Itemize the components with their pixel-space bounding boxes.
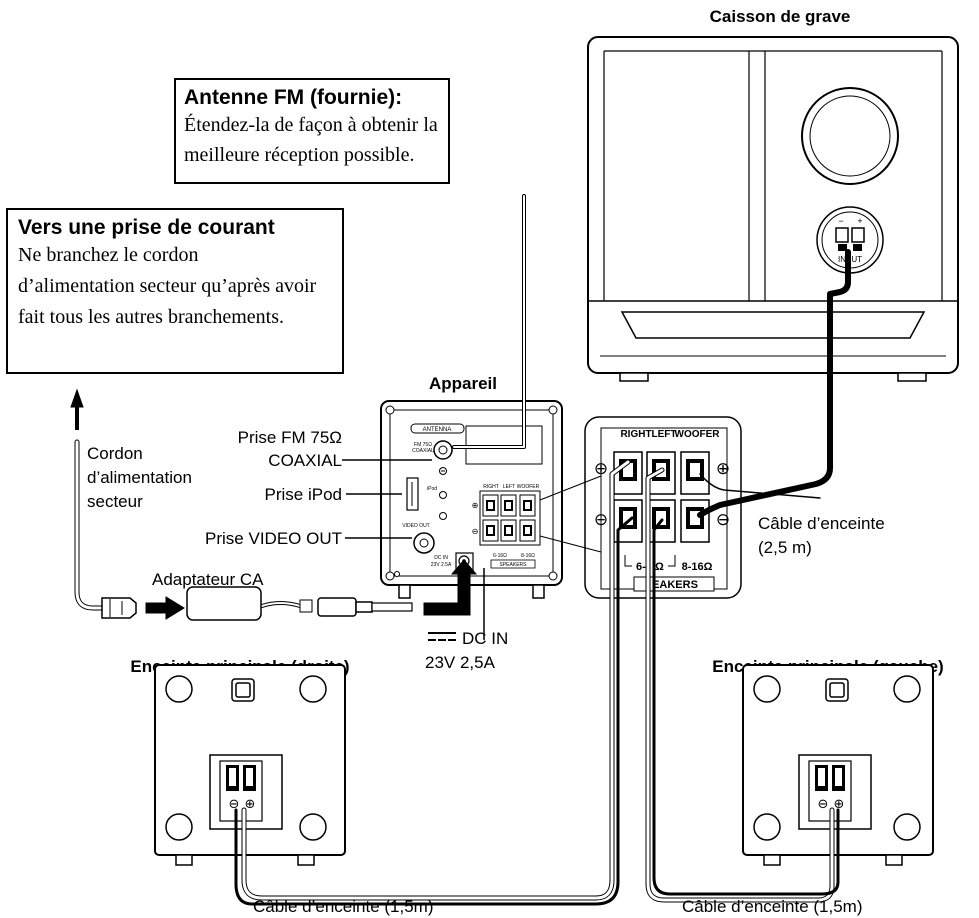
mini-impedance-6-16: 6-16Ω — [493, 553, 507, 559]
subwoofer-plus-mark: + — [857, 216, 862, 226]
antenna-mark: ANTENNA — [423, 427, 452, 433]
fm-jack-label-1: Prise FM 75Ω — [238, 428, 342, 447]
zoom-plus-right: ⊕ — [716, 459, 730, 479]
subwoofer-cable — [697, 249, 851, 518]
speaker-left-plus: ⊕ — [834, 797, 845, 812]
main-speaker-right: Enceinte principale (droite) ⊖ ⊕ — [130, 657, 350, 866]
speaker-cable-sub-label-1: Câble d’enceinte — [758, 514, 885, 533]
fm-jack-label-2: COAXIAL — [268, 451, 342, 470]
mini-woofer-mark: WOOFER — [517, 484, 540, 490]
fm-coaxial-jack — [433, 440, 453, 460]
fm75-mark: FM 75Ω — [414, 442, 432, 448]
main-unit-label: Appareil — [429, 374, 497, 393]
zoom-minus-right: ⊖ — [716, 510, 730, 530]
mini-plus-mark: ⊕ — [472, 501, 479, 510]
dc-in-label-1: DC IN — [462, 629, 508, 648]
subwoofer-label: Caisson de grave — [710, 7, 851, 26]
subwoofer-driver — [801, 87, 899, 185]
leader-lines — [342, 459, 485, 640]
speaker-right-minus: ⊖ — [229, 797, 240, 812]
speaker-right-plus: ⊕ — [245, 797, 256, 812]
power-cord-label-3: secteur — [87, 492, 143, 511]
subwoofer: Caisson de grave − + INPUT — [587, 7, 959, 382]
fm-antenna-wire — [452, 194, 526, 449]
mini-dc-rating-mark: 23V 2.5A — [431, 562, 452, 568]
speaker-left-minus: ⊖ — [818, 797, 829, 812]
speaker-cable-right-label: Câble d’enceinte (1,5m) — [253, 897, 433, 916]
zoom-left-mark: LEFT — [652, 429, 677, 440]
mini-impedance-8-16: 8-16Ω — [521, 553, 535, 559]
ac-adapter — [101, 586, 413, 621]
left-speaker-cable — [645, 467, 840, 903]
ac-adapter-label: Adaptateur CA — [152, 570, 264, 589]
power-outlet-callout-title: Vers une prise de courant — [18, 216, 275, 239]
subwoofer-minus-mark: − — [838, 216, 843, 226]
zoom-right-mark: RIGHT — [620, 429, 651, 440]
mini-right-mark: RIGHT — [483, 484, 499, 490]
zoom-minus-left: ⊖ — [594, 510, 608, 530]
fm-antenna-callout-title: Antenne FM (fournie): — [184, 86, 403, 109]
mini-dc-in-mark: DC IN — [434, 555, 448, 561]
power-outlet-callout-body: Ne branchez le cordon d’alimentation sec… — [18, 244, 317, 328]
mini-left-mark: LEFT — [503, 484, 515, 490]
speaker-terminal-zoom: RIGHT LEFT WOOFER ⊕ ⊖ ⊕ ⊖ 6- Ω 8-16Ω EAK… — [539, 416, 742, 599]
dc-in-label-2: 23V 2,5A — [425, 653, 496, 672]
dc-symbol-icon — [428, 632, 456, 641]
power-cord — [74, 439, 105, 611]
speaker-cable-sub-label-2: (2,5 m) — [758, 538, 812, 557]
main-unit: Appareil ANTENNA FM 75Ω COAXIAL iPod VID… — [380, 374, 563, 599]
speaker-cable-left-label: Câble d’enceinte (1,5m) — [682, 897, 862, 916]
power-cord-label-2: d’alimentation — [87, 468, 192, 487]
right-speaker-cable — [234, 459, 634, 906]
mini-minus-mark: ⊖ — [472, 527, 479, 536]
zoom-impedance-ohm: Ω — [655, 561, 664, 573]
fm-antenna-callout: Antenne FM (fournie): Étendez-la de faço… — [174, 78, 450, 184]
fm-antenna-callout-body: Étendez-la de façon à obtenir la meilleu… — [184, 114, 438, 166]
zoom-impedance-6-partial: 6- — [636, 561, 646, 573]
ipod-mark: iPod — [427, 486, 437, 492]
zoom-woofer-mark: WOOFER — [675, 429, 721, 440]
right-arrow-icon — [145, 596, 185, 620]
coaxial-mark: COAXIAL — [412, 448, 434, 454]
main-speaker-left: Enceinte principale (gauche) ⊖ ⊕ — [712, 657, 944, 866]
zoom-plus-left: ⊕ — [594, 459, 608, 479]
zoom-impedance-8-16: 8-16Ω — [682, 561, 713, 573]
zoom-speakers-mark: EAKERS — [652, 579, 698, 591]
dc-arrow-icon — [423, 559, 478, 616]
power-cord-label-1: Cordon — [87, 444, 143, 463]
power-outlet-callout: Vers une prise de courant Ne branchez le… — [6, 208, 344, 374]
video-out-label: Prise VIDEO OUT — [205, 529, 342, 548]
ipod-jack-label: Prise iPod — [265, 485, 342, 504]
mini-speakers-mark: SPEAKERS — [500, 562, 528, 568]
arrows — [70, 388, 478, 620]
video-out-mark: VIDEO OUT — [402, 523, 430, 529]
video-out-jack — [413, 532, 435, 554]
